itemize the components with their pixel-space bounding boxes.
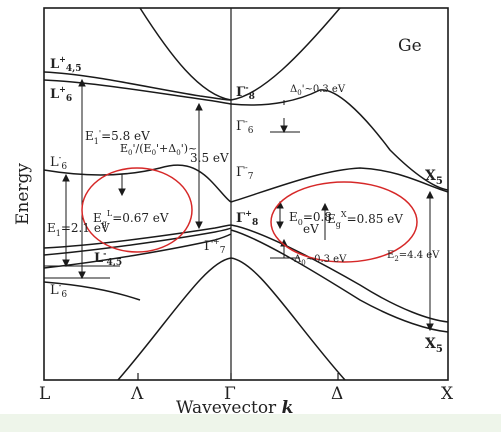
x-tick-marks <box>137 373 339 380</box>
annotation-E2: E2=4.4 eV <box>387 250 440 263</box>
label-G7-mid: Γ-7 <box>236 163 254 182</box>
band-valence-1 <box>43 224 232 249</box>
band-upper-parabola <box>139 7 341 101</box>
band-l6-upper <box>43 79 232 105</box>
annotation-E0-unit: eV <box>303 222 319 236</box>
x-tick-X: X <box>441 384 454 404</box>
x-tick-Delta: Δ <box>331 384 343 404</box>
label-L6-mid: L-6 <box>50 153 67 172</box>
label-G6: Γ-6 <box>236 117 254 136</box>
annotation-E0: E0=0.8 <box>289 210 332 227</box>
band-valence-2 <box>43 227 232 256</box>
y-axis-label: Energy <box>13 163 33 225</box>
level-marks <box>44 131 300 279</box>
label-G8-low: Γ+8 <box>236 208 258 228</box>
highlight-ellipse-left <box>81 167 193 253</box>
band-deep <box>117 257 346 381</box>
x-tick-Gamma: Γ <box>224 384 236 404</box>
x-axis-label: Wavevector k <box>176 398 293 418</box>
band-l45-upper <box>43 71 232 101</box>
annotation-D0: Δ0~0.3 eV <box>294 254 347 267</box>
annotation-D0-prime: Δ0'~0.3 eV <box>290 84 346 97</box>
x-tick-Lambda: Λ <box>130 384 144 404</box>
plot-frame <box>43 7 449 381</box>
band-g7-right <box>230 167 449 203</box>
gap-arrows <box>62 78 434 332</box>
band-valence-right-2 <box>230 229 449 333</box>
material-label: Ge <box>398 36 422 56</box>
band-g6-right <box>230 89 449 191</box>
label-G8-top: Γ-8 <box>236 82 255 102</box>
annotation-E0-prime-value: 3.5 eV <box>190 151 229 165</box>
band-valence-3 <box>43 233 232 269</box>
label-X5-bottom: X5 <box>425 336 443 355</box>
label-X5-top: X5 <box>425 168 443 187</box>
highlight-ellipse-right <box>270 181 418 263</box>
annotation-EgL: EgL=0.67 eV <box>93 209 169 228</box>
label-L6-low: L-6 <box>50 281 67 300</box>
annotation-E1-prime: E1'=5.8 eV <box>85 129 150 146</box>
label-L6-top: L+6 <box>50 84 72 104</box>
label-L45-top: L+4,5 <box>50 54 82 74</box>
band-l6-mid <box>43 164 232 203</box>
band-curves <box>43 7 449 381</box>
annotation-E1: E1=2.1 eV <box>47 221 110 238</box>
bottom-strip <box>0 414 501 432</box>
label-L45-low: L-4,5 <box>94 248 122 268</box>
label-G7-low: Γ+7 <box>204 237 226 256</box>
annotation-E0-prime: E0'/(E0'+Δ0')~ <box>120 142 197 157</box>
band-valence-right-1 <box>230 224 449 323</box>
band-lowest-left <box>43 281 141 301</box>
annotation-EgX: EgX=0.85 eV <box>327 210 403 229</box>
x-tick-L: L <box>39 384 50 404</box>
